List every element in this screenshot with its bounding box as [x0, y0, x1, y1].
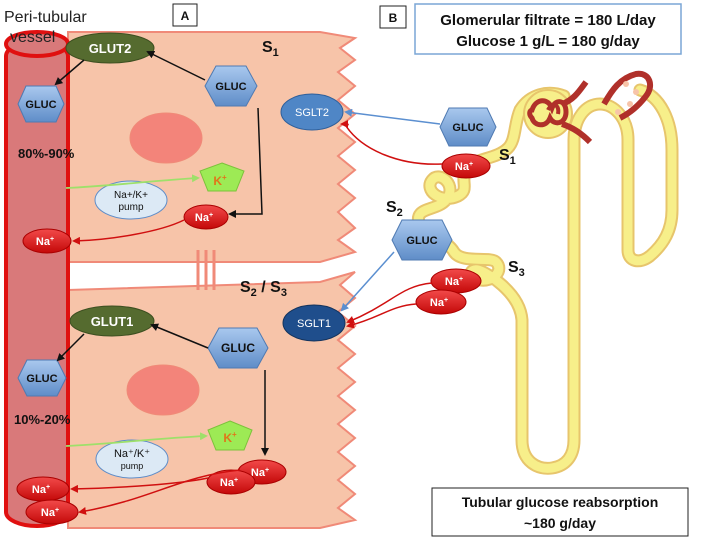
arrow-k-into-cell-top [65, 174, 200, 189]
sodium-s1 [441, 153, 491, 179]
sodium-vessel-bottom-2 [25, 499, 79, 525]
glut2-transporter [65, 32, 155, 64]
arrow-gluc-to-glut1 [150, 323, 209, 349]
sglt1-label: SGLT1 [297, 318, 331, 330]
segment-label-s2-s3: S2 / S3 [240, 279, 287, 299]
arrow-k-into-cell-bottom [65, 432, 208, 447]
na-k-pump-top-line2: pump [118, 202, 143, 213]
reabsorption-percent-top: 80%-90% [18, 146, 75, 161]
gluc-label-s1: GLUC [452, 122, 483, 134]
sodium-cell-bottom-left [206, 469, 256, 495]
na-k-pump-top-line1: Na+/K+ [114, 190, 148, 201]
na-k-pump-top [94, 180, 168, 220]
sglt2-label: SGLT2 [295, 107, 329, 119]
reabsorption-footer-box [431, 487, 689, 537]
sodium-label-cell-top: Na+ [195, 212, 213, 224]
glut1-label: GLUT1 [91, 314, 134, 329]
gluc-hexagon-s2 [391, 219, 453, 261]
glut2-label: GLUT2 [89, 41, 132, 56]
arrow-na-to-sglt1-upper [346, 282, 433, 324]
potassium-label-top: K+ [213, 173, 227, 188]
panel-a: Peri-tubular vessel S1 S2 / S3 GLUT2 GLU… [4, 3, 358, 529]
glut1-transporter [69, 305, 155, 337]
sodium-label-s1: Na+ [455, 161, 473, 173]
segment-label-b-s1: S1 [499, 147, 516, 167]
arrow-na-to-vessel-bottom-1 [70, 477, 209, 493]
gluc-label-vessel-bottom: GLUC [26, 373, 57, 385]
filtrate-header-box [414, 3, 682, 55]
sodium-vessel-top [22, 228, 72, 254]
nucleus-bottom [126, 364, 200, 416]
sodium-label-vessel-bottom-2: Na+ [41, 507, 59, 519]
gluc-label-vessel-top: GLUC [25, 99, 56, 111]
arrow-glut1-to-gluc [56, 333, 85, 362]
reabsorption-footer-line2: ~180 g/day [524, 515, 596, 531]
arrow-na-to-sglt1-lower [346, 303, 417, 329]
glomerulus [523, 80, 593, 145]
arrow-gluc-to-glut2 [146, 51, 206, 81]
efferent-capillary [601, 70, 654, 121]
potassium-pentagon-top [199, 162, 245, 192]
gluc-hexagon-vessel-top [17, 85, 65, 123]
panel-b-label: B [389, 11, 398, 25]
nucleus-top [129, 112, 203, 164]
sodium-label-cell-bottom-right: Na+ [251, 467, 269, 479]
arrow-glut2-to-gluc [54, 59, 85, 86]
gluc-hexagon-s1 [439, 107, 497, 147]
arrow-gluc-to-na-top [228, 107, 263, 218]
sodium-label-vessel-top: Na+ [36, 236, 54, 248]
sodium-s3-lower [415, 289, 467, 315]
sglt2-transporter [280, 93, 344, 131]
filtrate-header-line1: Glomerular filtrate = 180 L/day [440, 12, 656, 29]
panel-a-label: A [181, 9, 190, 23]
na-k-pump-bottom [95, 439, 169, 479]
panel-a-label-box [172, 3, 198, 27]
panel-b-label-box [379, 5, 407, 29]
sodium-label-s3-upper: Na+ [445, 276, 463, 288]
arrow-na-to-vessel-top [72, 219, 185, 245]
reabsorption-footer-line1: Tubular glucose reabsorption [462, 494, 659, 510]
gluc-hexagon-vessel-bottom [17, 359, 67, 397]
gluc-label-s2: GLUC [406, 235, 437, 247]
vessel-label-line1: Peri-tubular [4, 9, 87, 26]
potassium-label-bottom: K+ [223, 430, 237, 445]
segment-label-b-s3: S3 [508, 259, 525, 279]
gluc-label-cell-top: GLUC [215, 81, 246, 93]
arrow-gluc-to-sglt1 [340, 251, 395, 312]
filtrate-header-line2: Glucose 1 g/L = 180 g/day [456, 33, 640, 50]
sodium-label-vessel-bottom-1: Na+ [32, 484, 50, 496]
gluc-label-cell-bottom: GLUC [221, 341, 255, 355]
gluc-hexagon-cell-bottom [207, 327, 269, 369]
reabsorption-percent-bottom: 10%-20% [14, 412, 71, 427]
arrow-gluc-to-sglt2 [344, 108, 441, 125]
sodium-label-s3-lower: Na+ [430, 297, 448, 309]
potassium-pentagon-bottom [207, 420, 253, 451]
segment-label-b-s2: S2 [386, 199, 403, 219]
sodium-label-cell-bottom-left: Na+ [220, 477, 238, 489]
arrow-na-to-sglt2 [340, 120, 443, 165]
sglt1-transporter [282, 304, 346, 342]
tight-junction [196, 250, 216, 290]
vessel-label-line2: vessel [10, 29, 55, 46]
na-k-pump-bottom-line2: pump [121, 461, 144, 471]
arrow-na-to-vessel-bottom-2 [78, 469, 241, 515]
gluc-hexagon-cell-top [204, 65, 258, 107]
panel-b: B Glomerular filtrate = 180 L/day Glucos… [280, 3, 689, 537]
na-k-pump-bottom-line1: Na⁺/K⁺ [114, 448, 150, 460]
segment-label-s1: S1 [262, 39, 279, 59]
